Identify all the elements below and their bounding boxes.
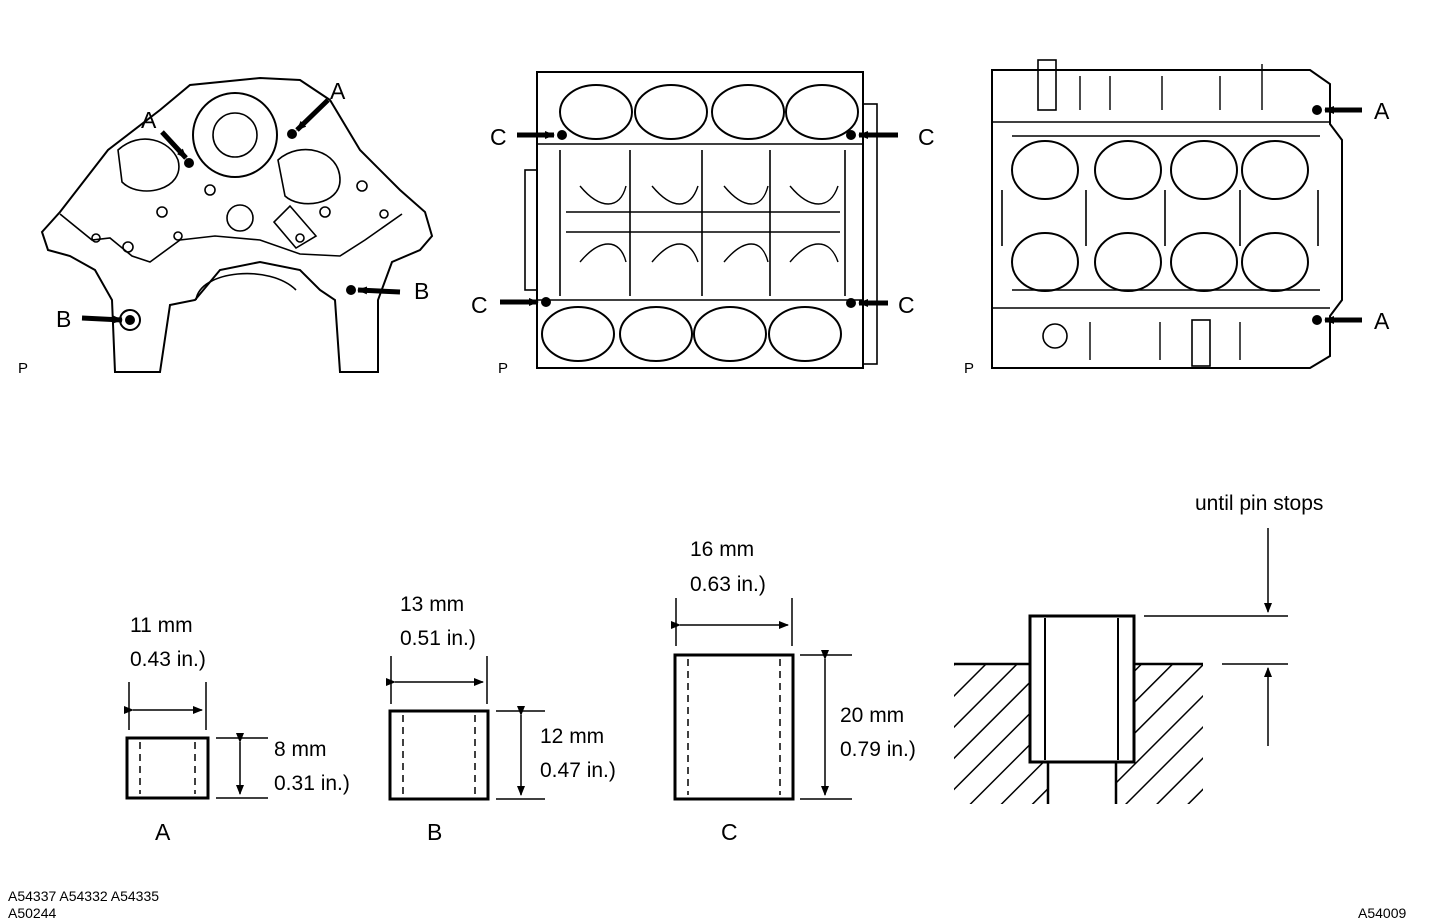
pin-c-diameter-in: 0.63 in.): [690, 573, 766, 596]
pin-a-length-mm: 8 mm: [274, 738, 327, 761]
install-note: until pin stops: [1195, 492, 1323, 515]
pin-b-diameter-mm: 13 mm: [400, 593, 464, 616]
top-callout-c-upper-right: C: [918, 124, 935, 150]
front-view-callout-markers: [81, 98, 401, 325]
image-ref-code-right: A54009: [1358, 905, 1406, 921]
bottom-view-label: P: [964, 360, 974, 377]
pin-a-length-in: 0.31 in.): [274, 772, 350, 795]
top-callout-c-lower-right: C: [898, 292, 915, 318]
pin-b-letter: B: [427, 819, 442, 845]
pin-b-length-in: 0.47 in.): [540, 759, 616, 782]
pin-a-drawing: [124, 682, 268, 800]
front-callout-a-left: A: [141, 107, 157, 133]
pin-b-drawing: [386, 656, 545, 801]
pin-c-letter: C: [721, 819, 738, 845]
image-ref-codes-line1: A54337 A54332 A54335: [8, 888, 159, 904]
bottom-view-callout-markers: [1312, 105, 1362, 325]
front-view-label: P: [18, 360, 28, 377]
top-view-label: P: [498, 360, 508, 377]
pin-c-length-in: 0.79 in.): [840, 738, 916, 761]
bottom-callout-a-upper: A: [1374, 98, 1390, 124]
top-view-callout-markers: [500, 130, 898, 308]
bottom-view-block: [991, 59, 1343, 369]
bottom-callout-a-lower: A: [1374, 308, 1390, 334]
pin-a-letter: A: [155, 819, 171, 845]
top-callout-c-lower-left: C: [471, 292, 488, 318]
front-callout-b-left: B: [56, 306, 71, 332]
pin-a-diameter-in: 0.43 in.): [130, 648, 206, 671]
pin-a-diameter-mm: 11 mm: [130, 614, 193, 637]
front-view-block: [40, 76, 434, 373]
top-callout-c-upper-left: C: [490, 124, 507, 150]
pin-c-diameter-mm: 16 mm: [690, 538, 754, 561]
pin-b-length-mm: 12 mm: [540, 725, 604, 748]
front-callout-a-right: A: [330, 78, 346, 104]
pin-c-length-mm: 20 mm: [840, 704, 904, 727]
top-view-block: [524, 71, 878, 369]
pin-install-section: [954, 528, 1288, 804]
image-ref-codes-line2: A50244: [8, 905, 56, 921]
pin-b-diameter-in: 0.51 in.): [400, 627, 476, 650]
pin-c-drawing: [671, 598, 852, 801]
front-callout-b-right: B: [414, 278, 429, 304]
